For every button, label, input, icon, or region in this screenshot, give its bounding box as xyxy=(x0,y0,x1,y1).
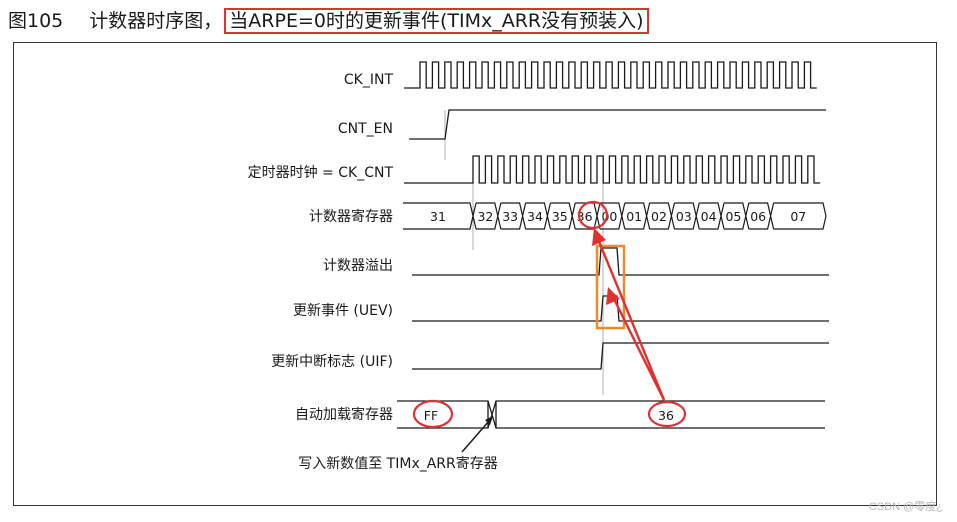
counter-value-02: 02 xyxy=(651,209,667,224)
highlight-circle-counter-36 xyxy=(577,200,609,230)
arr-write-annotation: 写入新数值至 TIMx_ARR寄存器 xyxy=(298,455,498,472)
auto-reload-register-bus xyxy=(397,400,825,429)
cnt-en-waveform xyxy=(409,109,826,140)
label-ck-cnt: 定时器时钟 = CK_CNT xyxy=(248,164,394,181)
label-ck-int: CK_INT xyxy=(344,72,394,88)
counter-value-06: 06 xyxy=(750,209,766,224)
arr-value-old: FF xyxy=(424,408,438,423)
counter-overflow-waveform xyxy=(412,247,829,276)
label-counter-register: 计数器寄存器 xyxy=(309,208,393,225)
label-cnt-en: CNT_EN xyxy=(338,121,393,137)
ck-int-waveform xyxy=(404,61,817,89)
highlight-box-update-event xyxy=(595,244,626,330)
label-update-event: 更新事件 (UEV) xyxy=(293,303,393,319)
ck-cnt-waveform xyxy=(404,155,821,184)
annotation-arrow-line xyxy=(461,420,490,453)
red-arrowhead-update-event xyxy=(606,287,620,305)
annotation-arrowhead xyxy=(485,416,493,425)
counter-bus-outline xyxy=(403,202,827,230)
update-event-waveform xyxy=(412,295,829,322)
counter-value-34: 34 xyxy=(527,209,543,224)
counter-value-04: 04 xyxy=(701,209,717,224)
counter-value-31: 31 xyxy=(430,209,446,224)
counter-value-35: 35 xyxy=(552,209,568,224)
red-arrow-to-counter xyxy=(596,238,666,401)
counter-value-01: 01 xyxy=(626,209,642,224)
counter-value-07: 07 xyxy=(790,209,806,224)
arr-value-new: 36 xyxy=(658,408,674,423)
counter-value-32: 32 xyxy=(477,209,493,224)
figure-caption-highlighted: 当ARPE=0时的更新事件(TIMx_ARR没有预装入) xyxy=(224,8,649,34)
highlight-circle-arr-ff xyxy=(412,399,454,429)
label-counter-overflow: 计数器溢出 xyxy=(323,258,393,274)
highlight-circle-arr-36 xyxy=(647,400,687,428)
counter-value-05: 05 xyxy=(725,209,741,224)
label-auto-reload-register: 自动加载寄存器 xyxy=(295,406,393,423)
counter-value-33: 33 xyxy=(502,209,518,224)
red-arrow-to-update-event xyxy=(611,296,666,401)
figure-number: 图105 xyxy=(8,10,64,32)
figure-caption: 计数器时序图， xyxy=(89,10,223,32)
diagram-frame xyxy=(13,42,937,506)
red-arrowhead-counter xyxy=(592,228,606,246)
watermark: CSDN @零度¿ xyxy=(868,501,943,513)
update-interrupt-flag-waveform xyxy=(412,342,829,370)
counter-value-03: 03 xyxy=(676,209,692,224)
figure-title: 图105 计数器时序图， 当ARPE=0时的更新事件(TIMx_ARR没有预装入… xyxy=(8,8,649,34)
label-update-interrupt-flag: 更新中断标志 (UIF) xyxy=(271,354,393,370)
